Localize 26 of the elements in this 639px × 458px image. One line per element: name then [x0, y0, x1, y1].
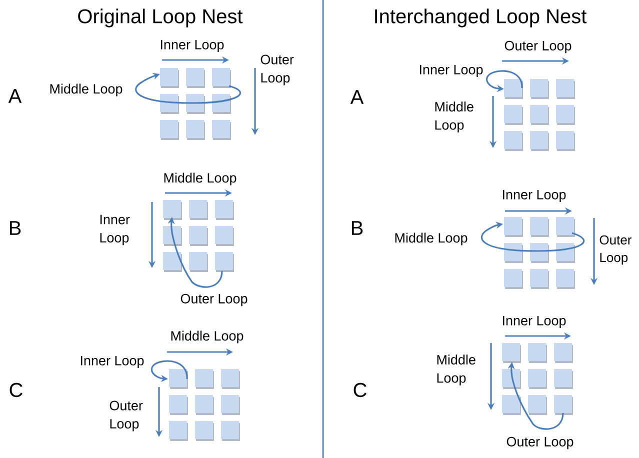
panel-letter: A — [350, 90, 364, 104]
panel-letter: B — [10, 221, 21, 235]
loop-label: Outer Loop — [180, 294, 248, 306]
panel-letter: A — [8, 89, 22, 103]
panel-letter: C — [354, 382, 366, 398]
heading: Interchanged Loop Nest — [375, 8, 587, 28]
loop-label: Outer Loop — [506, 436, 574, 450]
loop-label: Inner Loop — [80, 356, 144, 368]
loop-label: Inner Loop — [160, 40, 224, 52]
loop-label: Outer Loop — [260, 54, 294, 86]
loop-label: Middle Loop — [437, 354, 476, 386]
loop-label: Middle Loop — [171, 330, 244, 344]
loop-label: Inner Loop — [100, 214, 130, 246]
loop-label: Middle Loop — [164, 172, 236, 186]
loop-label: Inner Loop — [502, 316, 566, 328]
panel-letter: B — [352, 221, 363, 235]
loop-label: Inner Loop — [420, 64, 483, 78]
loop-label: Outer Loop — [504, 40, 572, 54]
loop-label: Middle Loop — [50, 84, 122, 96]
heading: Original Loop Nest — [78, 8, 243, 28]
loop-label: Outer Loop — [600, 235, 632, 265]
loop-label: Middle Loop — [435, 102, 474, 132]
loop-label: Outer Loop — [110, 400, 143, 432]
panel-letter: C — [10, 382, 22, 398]
loop-label: Inner Loop — [502, 190, 566, 202]
loop-label: Middle Loop — [395, 232, 468, 246]
